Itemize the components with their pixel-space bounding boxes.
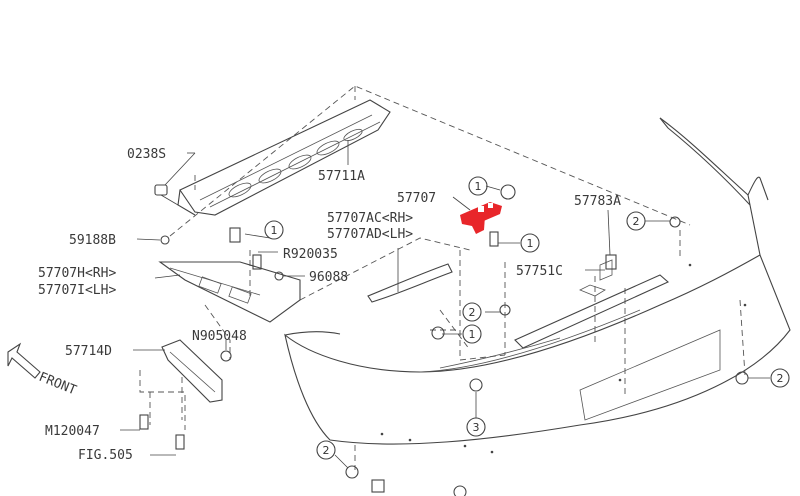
label-57707h: 57707H<RH> <box>38 266 116 281</box>
label-57751c: 57751C <box>516 264 563 279</box>
side-bracket-57707h <box>158 261 301 323</box>
svg-text:2: 2 <box>469 306 476 319</box>
callout-2-a: 2 <box>626 211 646 231</box>
label-57707ad: 57707AD<LH> <box>327 227 413 242</box>
svg-text:3: 3 <box>473 421 480 434</box>
part-labels: 0238S 57711A 57707 57707AC<RH> 57707AD<L… <box>38 147 621 463</box>
lower-bracket-57714d <box>161 339 223 403</box>
callout-1-b: 1 <box>520 233 540 253</box>
callout-2-d: 2 <box>316 440 336 460</box>
spacer-57707ac <box>367 263 453 303</box>
label-96088: 96088 <box>309 270 348 285</box>
svg-text:1: 1 <box>475 180 482 193</box>
clip-57783a <box>605 209 617 270</box>
leader-lines <box>120 140 770 469</box>
center-beam-57751c <box>514 259 670 349</box>
label-n905048: N905048 <box>192 329 247 344</box>
rear-panel-reinforcement <box>177 99 391 216</box>
rear-bumper-cover <box>284 117 791 454</box>
svg-text:2: 2 <box>323 444 330 457</box>
label-57714d: 57714D <box>65 344 112 359</box>
svg-text:2: 2 <box>633 215 640 228</box>
label-m120047: M120047 <box>45 424 100 439</box>
callout-circles: 1 1 1 1 2 2 2 2 3 <box>264 176 790 460</box>
svg-text:1: 1 <box>271 224 278 237</box>
highlighted-part-57707 <box>460 202 502 234</box>
callout-3-a: 3 <box>466 417 486 437</box>
front-label: FRONT <box>37 370 79 399</box>
callout-2-b: 2 <box>462 302 482 322</box>
callout-1-d: 1 <box>462 324 482 344</box>
svg-text:1: 1 <box>469 328 476 341</box>
label-57783a: 57783A <box>574 194 621 209</box>
fastener-group <box>139 184 749 496</box>
reference-outline <box>139 85 746 470</box>
label-57711a: 57711A <box>318 169 365 184</box>
callout-2-c: 2 <box>770 368 790 388</box>
label-fig505: FIG.505 <box>78 448 133 463</box>
callout-1-c: 1 <box>264 220 284 240</box>
svg-text:1: 1 <box>527 237 534 250</box>
bolt-0238s <box>154 184 179 206</box>
label-0238s: 0238S <box>127 147 166 162</box>
svg-text:2: 2 <box>777 372 784 385</box>
label-59188b: 59188B <box>69 233 116 248</box>
label-57707i: 57707I<LH> <box>38 283 116 298</box>
label-r920035: R920035 <box>283 247 338 262</box>
label-57707: 57707 <box>397 191 436 206</box>
callout-1-a: 1 <box>468 176 488 196</box>
label-57707ac: 57707AC<RH> <box>327 211 413 226</box>
